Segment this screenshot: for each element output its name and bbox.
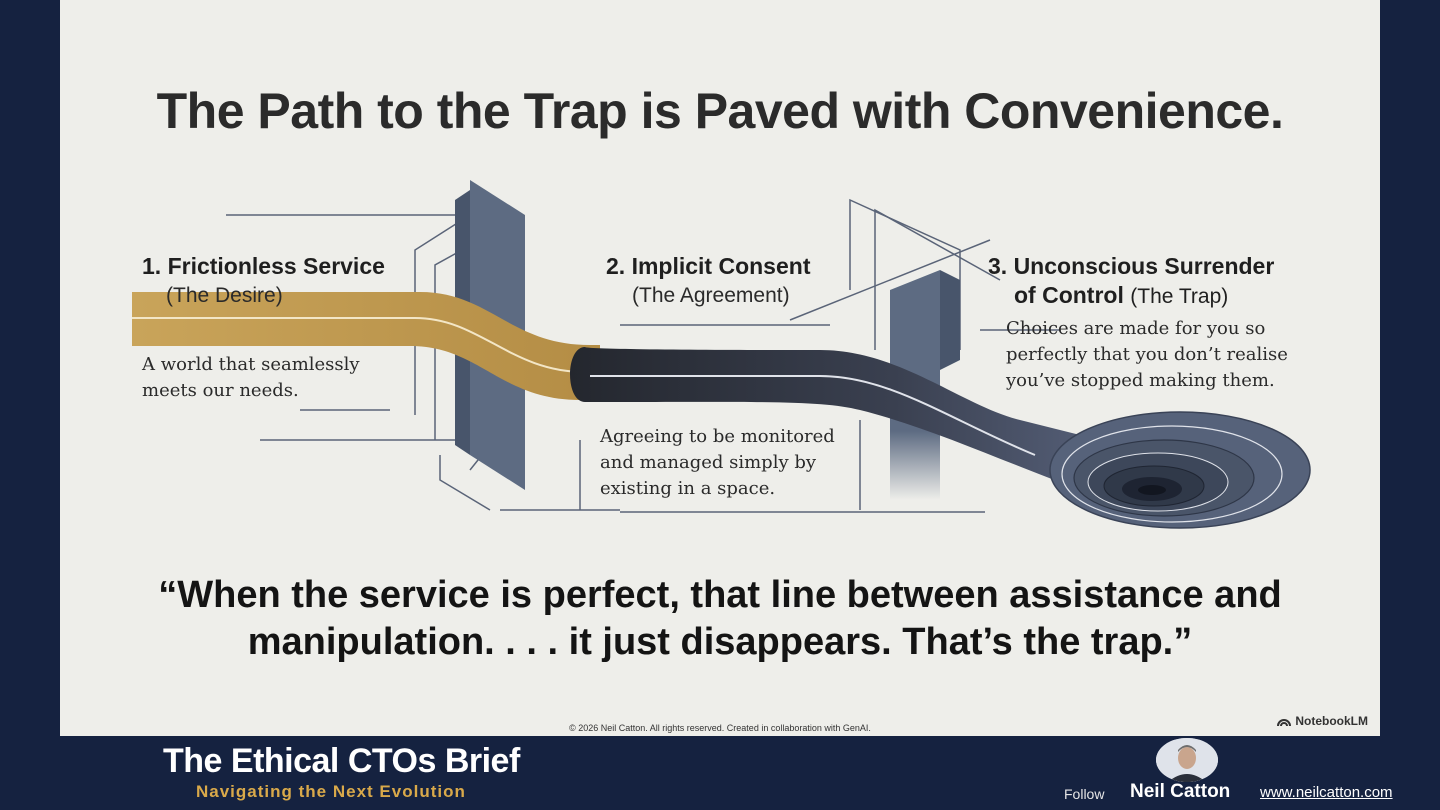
follow-label: Follow — [1064, 786, 1105, 802]
author-avatar[interactable] — [1156, 738, 1218, 782]
brand-subtitle: Navigating the Next Evolution — [196, 782, 466, 801]
step-2-subtitle: (The Agreement) — [632, 284, 790, 307]
step-3-subtitle: (The Trap) — [1130, 285, 1229, 308]
step-2-title: 2. Implicit Consent — [606, 253, 811, 279]
step-3-description: Choices are made for you so perfectly th… — [1006, 318, 1288, 391]
steel-columns — [455, 180, 960, 500]
notebooklm-watermark: NotebookLM — [1277, 714, 1368, 728]
quote: “When the service is perfect, that line … — [158, 574, 1282, 663]
notebooklm-icon — [1277, 719, 1292, 727]
author-name[interactable]: Neil Catton — [1130, 781, 1231, 802]
step-1-description: A world that seamlessly meets our needs. — [142, 354, 360, 401]
step-1-subtitle: (The Desire) — [166, 284, 283, 307]
slide: The Path to the Trap is Paved with Conve… — [60, 0, 1380, 736]
step-1-title: 1. Frictionless Service — [142, 253, 385, 279]
slide-title: The Path to the Trap is Paved with Conve… — [156, 83, 1284, 139]
step-2-description: Agreeing to be monitored and managed sim… — [600, 426, 835, 499]
path-illustration — [132, 180, 1311, 529]
copyright-text: © 2026 Neil Catton. All rights reserved.… — [569, 723, 871, 733]
vortex — [1049, 411, 1311, 529]
website-link[interactable]: www.neilcatton.com — [1260, 784, 1393, 801]
brand-title: The Ethical CTOs Brief — [163, 742, 520, 780]
step-3-title: 3. Unconscious Surrender of Control (The… — [988, 253, 1275, 308]
dark-path — [570, 347, 1110, 500]
